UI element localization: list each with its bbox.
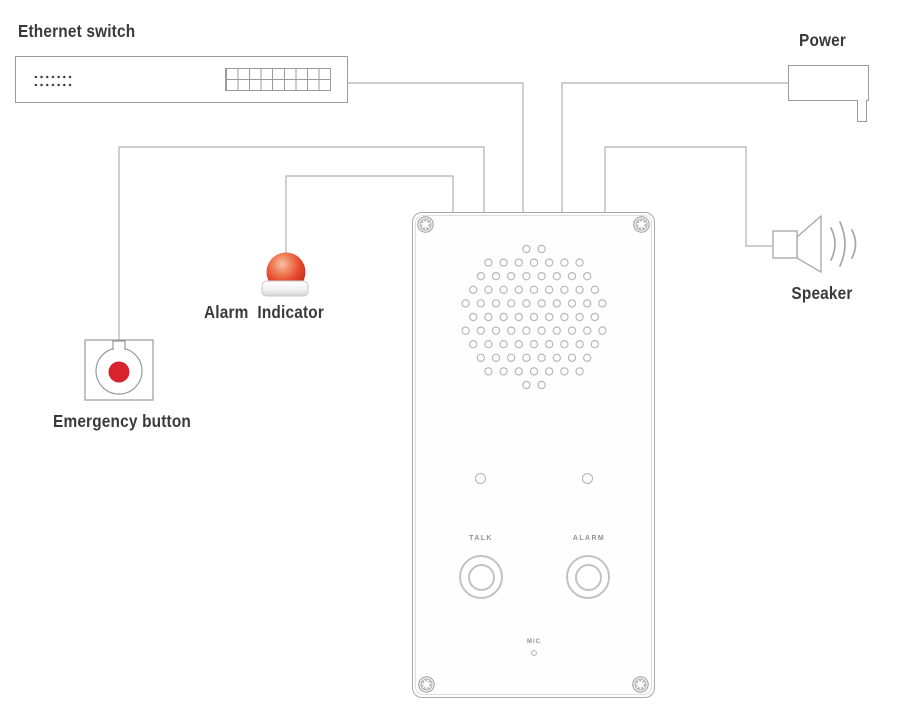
speaker-label: Speaker: [791, 283, 853, 303]
alarm-beacon-icon: [261, 252, 309, 297]
button-tab-icon: [112, 340, 126, 350]
led-hole-left: [475, 473, 486, 484]
talk-label: TALK: [469, 535, 493, 542]
speaker-horn-icon: [772, 214, 857, 274]
screw-icon: [632, 676, 649, 693]
wire-speaker-to-panel: [604, 146, 776, 247]
alarm-indicator-label: Alarm Indicator: [204, 302, 325, 322]
mic-hole: [531, 650, 537, 656]
switch-led-dots-icon: [33, 73, 73, 87]
talk-button-inner: [467, 563, 495, 591]
sound-wave-icon: [839, 221, 846, 267]
led-hole-right: [582, 473, 593, 484]
alarm-label: ALARM: [572, 535, 606, 542]
ethernet-switch-label: Ethernet switch: [18, 21, 136, 41]
speaker-grille: [461, 244, 607, 390]
talk-button: [459, 555, 503, 599]
screw-icon: [417, 216, 434, 233]
sound-wave-icon: [830, 227, 836, 261]
sound-wave-icon: [851, 229, 857, 259]
ethernet-switch-icon: [15, 56, 348, 103]
screw-icon: [418, 676, 435, 693]
red-button-icon: [108, 361, 130, 383]
emergency-button-icon: [84, 339, 154, 401]
wire-emergency-button-to-panel: [118, 146, 485, 341]
wire-ethernet-to-panel: [346, 82, 524, 212]
alarm-button-inner: [574, 563, 602, 591]
panel-bezel: [415, 215, 652, 695]
screw-icon: [633, 216, 650, 233]
wire-alarm-indicator-to-panel: [285, 175, 454, 254]
mic-label: MIC: [527, 639, 541, 645]
switch-port-grid-icon: [225, 68, 331, 91]
alarm-button: [566, 555, 610, 599]
power-plug-prong-icon: [857, 100, 867, 122]
power-label: Power: [799, 30, 847, 50]
beacon-base-icon: [261, 280, 309, 297]
intercom-panel: TALK ALARM MIC: [412, 212, 655, 698]
emergency-button-label: Emergency button: [53, 411, 192, 431]
power-adapter-icon: [788, 65, 869, 101]
wire-power-to-panel: [561, 82, 788, 212]
